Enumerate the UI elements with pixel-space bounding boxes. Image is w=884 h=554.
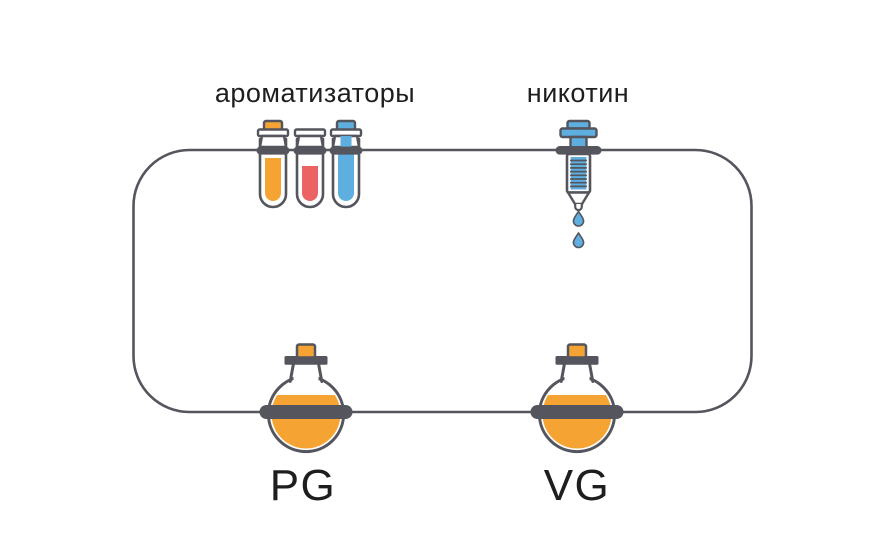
flask-stopper [284,356,328,365]
tube-neck [258,134,288,149]
flavorings-label: ароматизаторы [214,78,416,108]
vg-flask-label: VG [543,461,611,510]
round-flask-vg-icon [530,343,624,454]
flavoring-test-tubes [256,119,363,209]
syringe-tip [574,202,583,212]
droplet-icon [572,232,585,249]
flask-pipe-collar [259,405,353,419]
syringe-collar [555,146,602,155]
tube-liquid [338,142,354,201]
flask-pipe-collar [530,405,624,419]
flask-neck-fill [293,361,319,382]
tube-collar [256,146,290,155]
syringe-graduations [569,159,588,188]
tube-collar [293,146,327,155]
nicotine-syringe-icon [555,119,602,249]
syringe-taper [566,191,591,206]
syringe-flange [559,127,598,139]
flask-cap [295,343,317,359]
flask-neck-fill [564,361,590,382]
flask-neck [559,362,595,383]
test-tube-blue-icon [329,119,363,209]
droplet-icon [572,210,585,227]
tube-collar [329,146,363,155]
tube-liquid [265,158,281,201]
test-tube-orange-icon [256,119,290,209]
round-flask-pg-icon [259,343,353,454]
pg-flask-label: PG [269,461,337,510]
flask-stopper [555,356,599,365]
nicotine-label: никотин [526,78,630,108]
flask-cap [566,343,588,359]
flask-neck [288,362,324,383]
test-tube-red-icon [293,128,327,209]
tube-neck [295,134,325,149]
tube-neck-liquid [340,136,352,147]
tube-liquid [302,166,318,201]
mixing-loop-pipe-icon [132,148,753,414]
syringe-liquid [570,157,587,190]
